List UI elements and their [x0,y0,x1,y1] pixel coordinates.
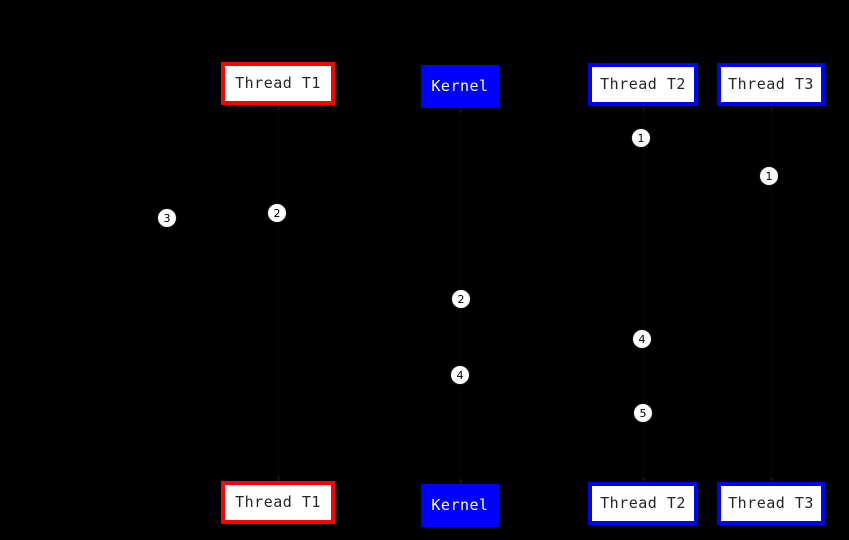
participant-label: Kernel [431,77,489,95]
marker-number: 1 [765,169,773,183]
participant-label: Thread T1 [235,493,321,511]
participant-label: Thread T1 [235,74,321,92]
lifeline-stub [770,477,773,482]
message-number-marker: 5 [633,403,653,423]
message-number-marker: 1 [631,128,651,148]
lifeline [771,106,772,482]
participant-box-kernel[interactable]: Kernel [421,65,499,108]
participant-box-t1b[interactable]: Thread T1 [221,481,335,524]
lifeline-stub [277,476,280,481]
participant-box-kernelb[interactable]: Kernel [421,484,499,527]
participant-box-t2[interactable]: Thread T2 [588,63,698,106]
message-number-marker: 2 [451,289,471,309]
message-number-marker: 2 [267,203,287,223]
participant-box-t3[interactable]: Thread T3 [717,63,825,106]
marker-number: 2 [457,292,465,306]
marker-number: 4 [456,368,464,382]
lifeline-stub [459,479,462,484]
message-number-marker: 1 [759,166,779,186]
participant-label: Thread T3 [728,494,814,512]
participant-label: Thread T2 [600,75,686,93]
lifeline-stub [277,105,280,110]
marker-number: 4 [638,332,646,346]
lifeline-stub [770,106,773,111]
participant-box-t3b[interactable]: Thread T3 [717,482,825,525]
participant-label: Thread T3 [728,75,814,93]
message-number-marker: 3 [157,208,177,228]
participant-label: Kernel [431,496,489,514]
participant-box-t2b[interactable]: Thread T2 [588,482,698,525]
marker-number: 5 [639,406,647,420]
marker-number: 1 [637,131,645,145]
message-number-marker: 4 [632,329,652,349]
lifeline-stub [459,108,462,113]
participant-box-t1[interactable]: Thread T1 [221,62,335,105]
lifeline-stub [642,106,645,111]
message-number-marker: 4 [450,365,470,385]
lifeline [643,106,644,482]
lifeline [278,105,279,481]
marker-number: 3 [163,211,171,225]
lifeline-stub [642,477,645,482]
participant-label: Thread T2 [600,494,686,512]
marker-number: 2 [273,206,281,220]
